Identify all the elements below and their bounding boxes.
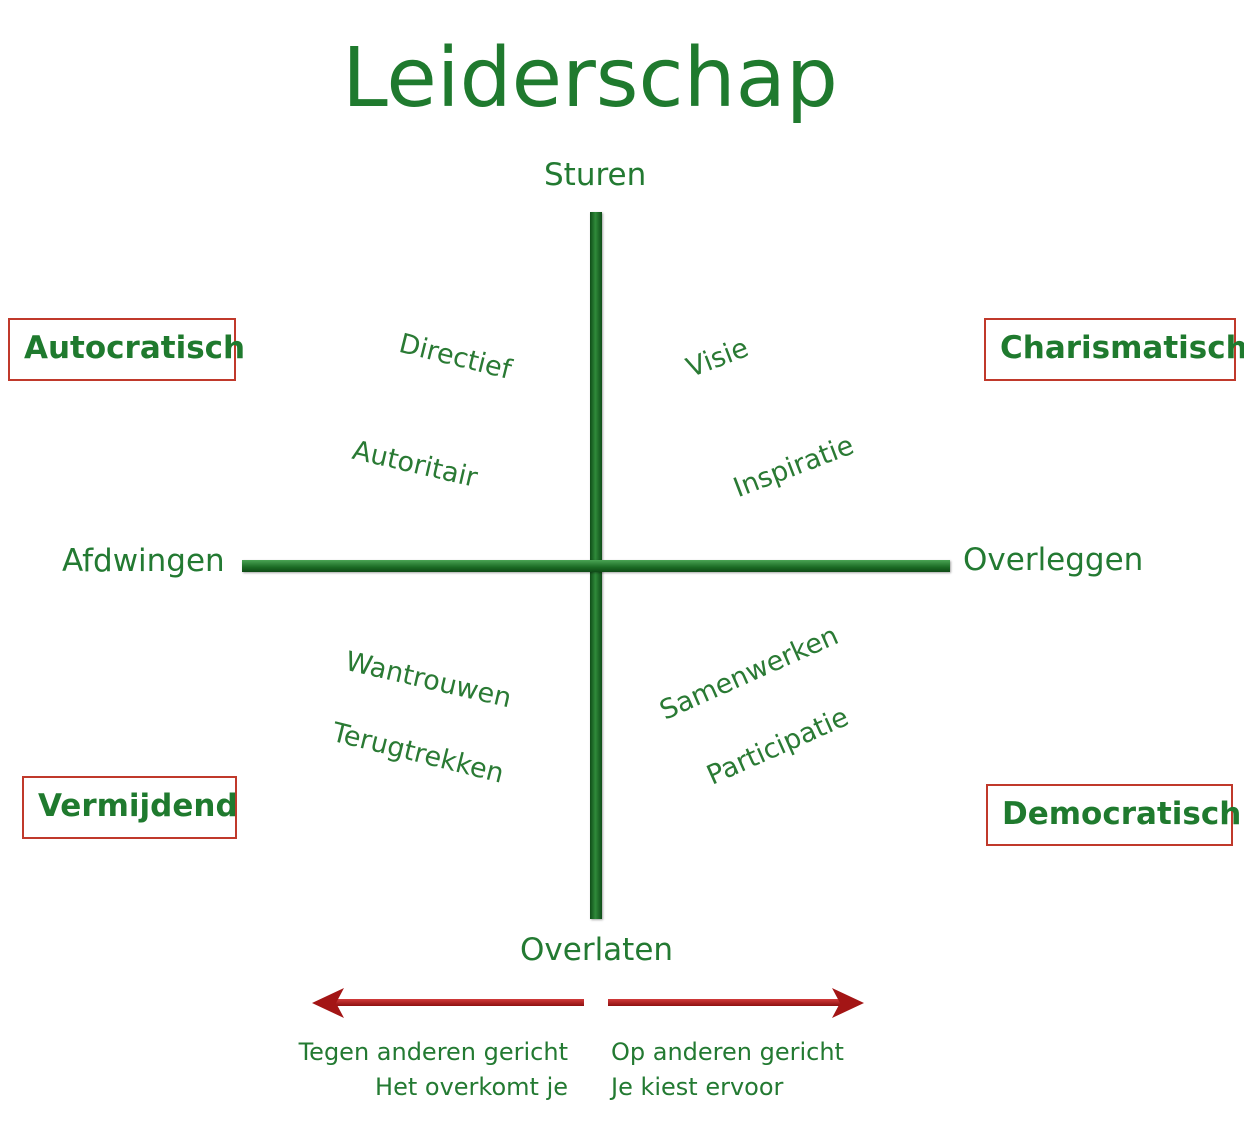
style-label-democratic: Democratisch: [1002, 796, 1242, 832]
style-box-democratic: Democratisch: [986, 784, 1241, 846]
orientation-left-line-1: Tegen anderen gericht: [298, 1038, 568, 1066]
orientation-left-line-2: Het overkomt je: [375, 1073, 568, 1101]
axis-label-bottom: Overlaten: [520, 932, 674, 968]
orientation-right-line-2: Je kiest ervoor: [611, 1073, 784, 1101]
style-label-avoidant: Vermijdend: [38, 788, 238, 824]
style-label-autocratic: Autocratisch: [24, 330, 246, 366]
style-label-charismatic: Charismatisch: [1000, 330, 1244, 366]
axis-label-right: Overleggen: [963, 542, 1144, 578]
style-box-avoidant: Vermijdend: [22, 776, 238, 839]
axis-label-left: Afdwingen: [62, 543, 225, 579]
style-box-charismatic: Charismatisch: [984, 318, 1244, 381]
axis-label-top: Sturen: [544, 157, 647, 193]
right-arrow-icon: [608, 988, 864, 1018]
left-arrow-icon: [312, 988, 584, 1018]
horizontal-axis: [242, 560, 950, 572]
orientation-right-line-1: Op anderen gericht: [611, 1038, 844, 1066]
style-box-autocratic: Autocratisch: [8, 318, 245, 381]
diagram-title: Leiderschap: [342, 31, 838, 126]
